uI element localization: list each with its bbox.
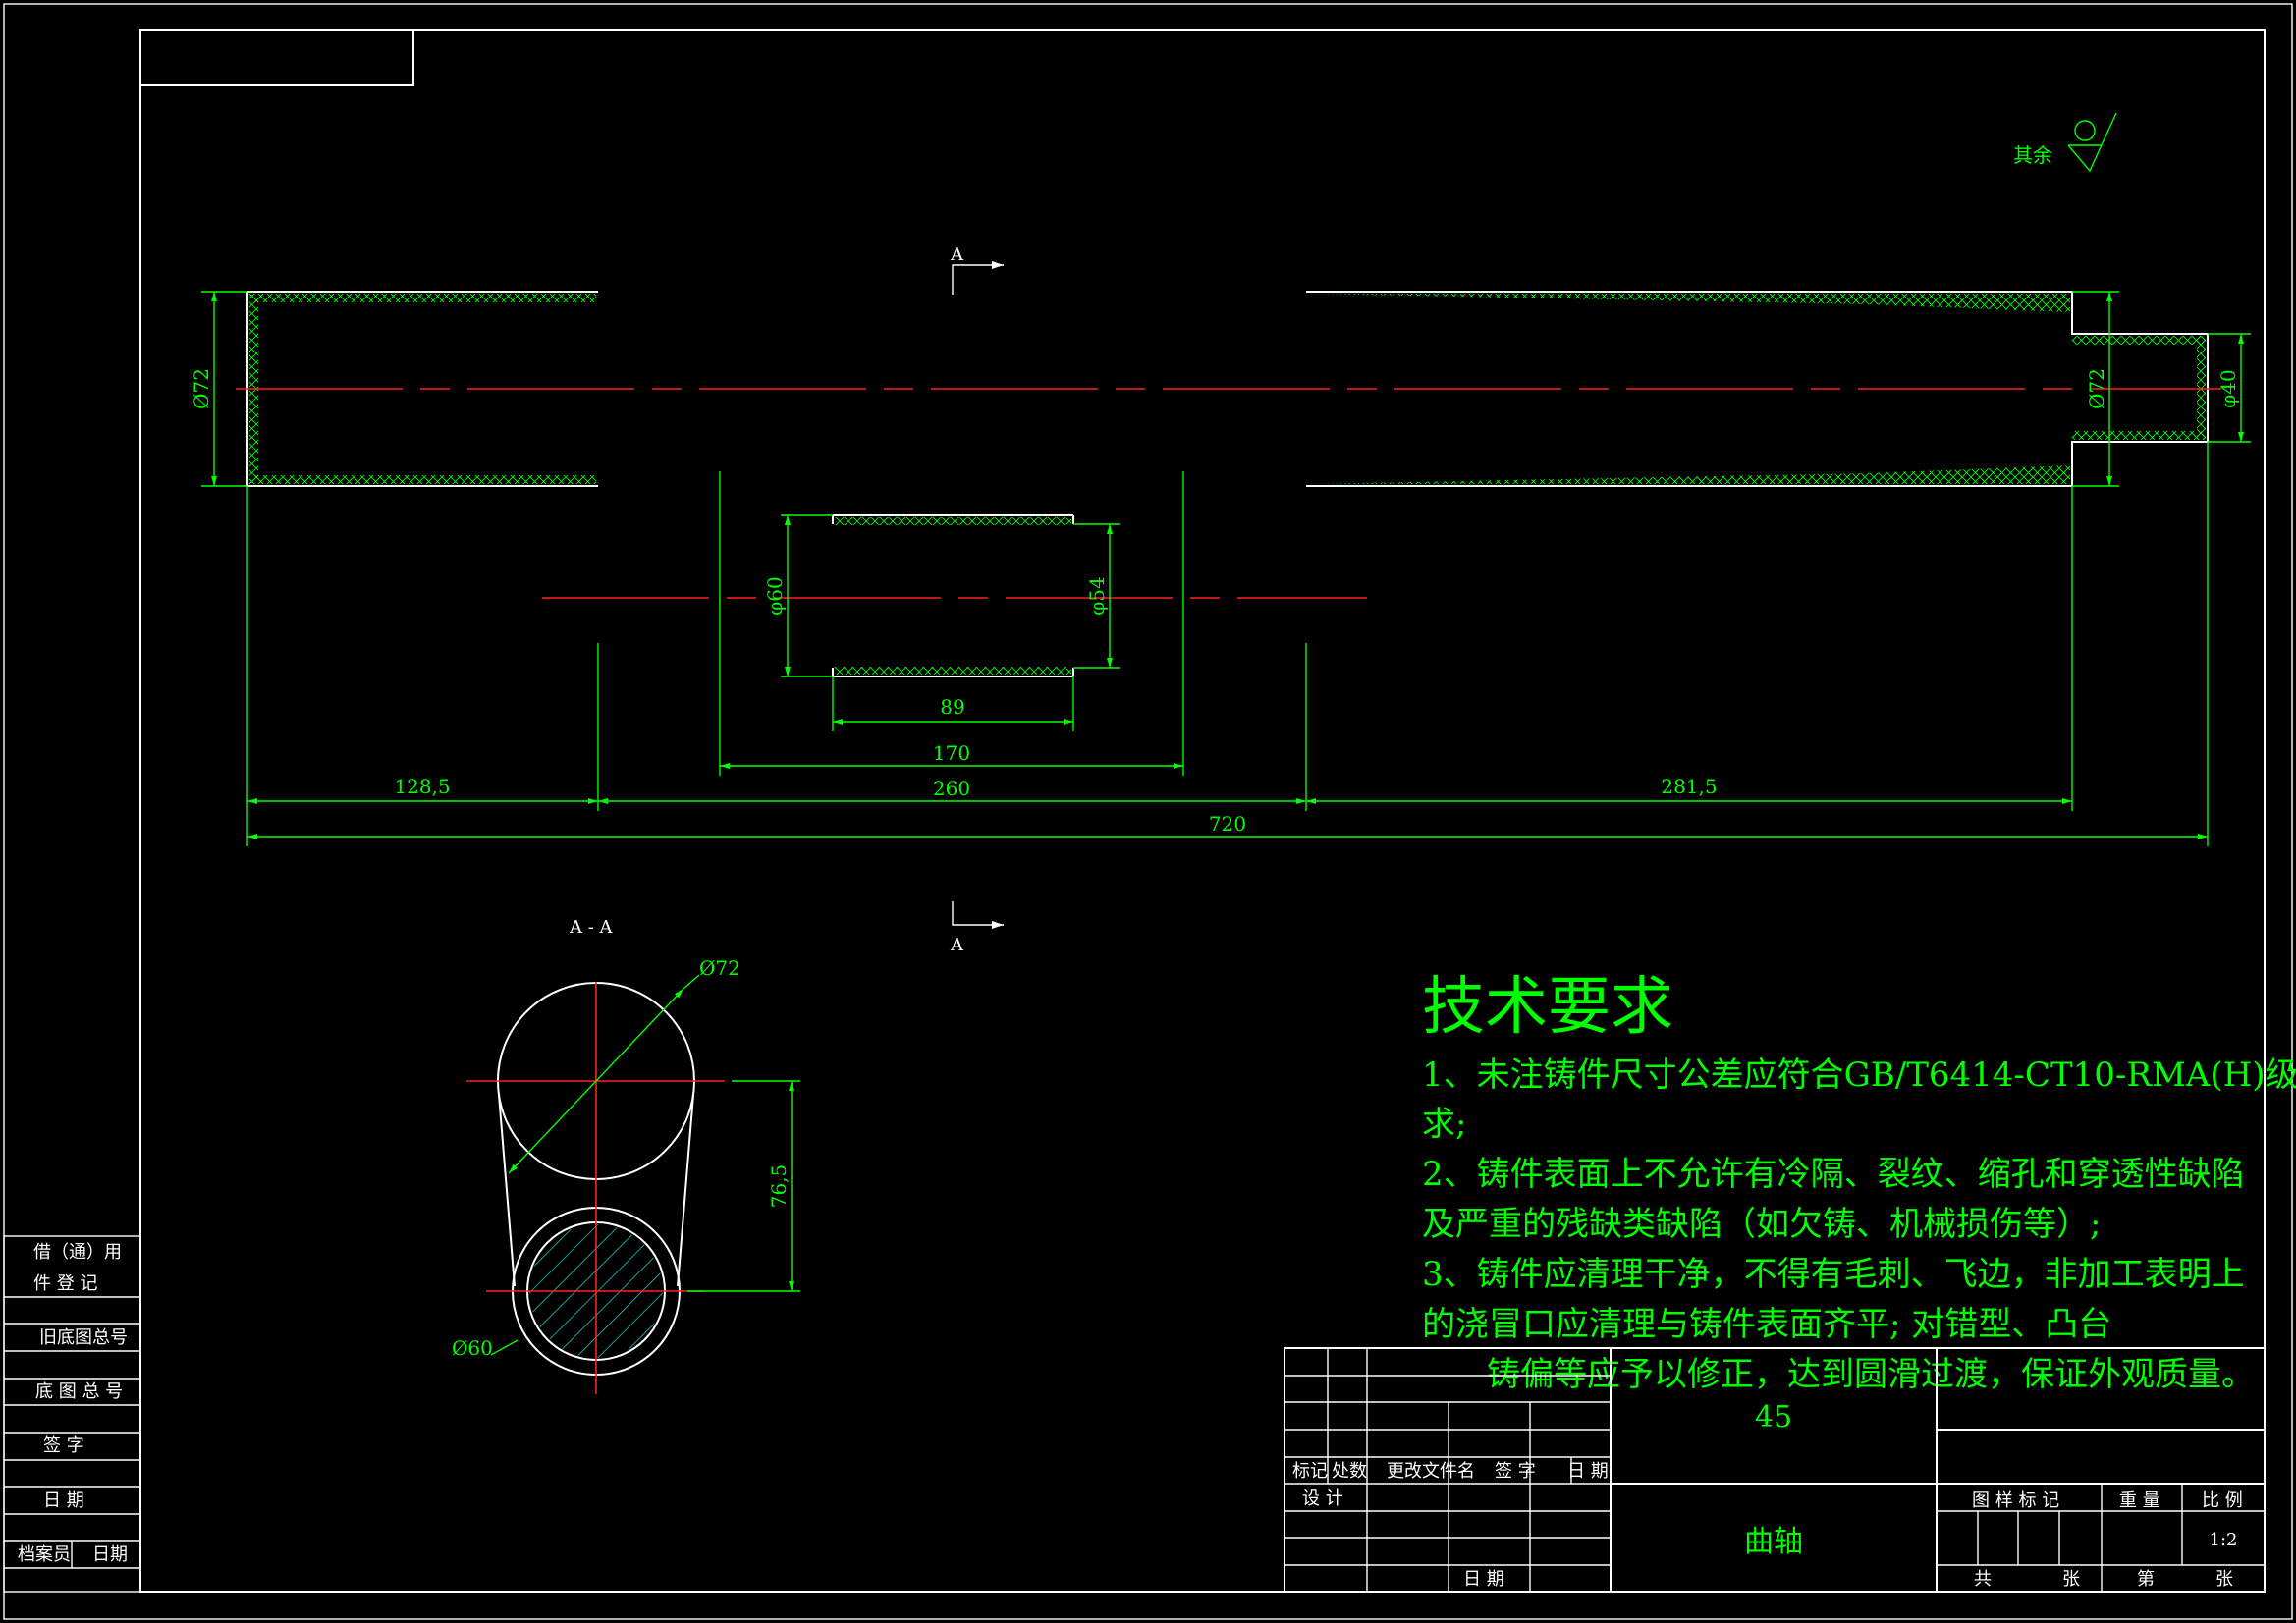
side-r6a: 档案员 [18, 1544, 71, 1565]
dim-d60: φ60 [763, 576, 787, 615]
tb-review-date: 日 期 [1463, 1569, 1504, 1590]
side-r1b: 件 登 记 [33, 1273, 97, 1294]
side-r3: 底 图 总 号 [35, 1381, 123, 1402]
side-table: 借（通）用 件 登 记 旧底图总号 底 图 总 号 签 字 日 期 档案员 日期 [3, 1235, 141, 1593]
section-view: A - A Ø72 Ø60 76,5 [452, 917, 800, 1394]
tech-line-5: 3、铸件应清理干净，不得有毛刺、飞边，非加工表明上 [1422, 1255, 2245, 1294]
extension-lines [201, 291, 2251, 846]
technical-requirements: 技术要求 1、未注铸件尺寸公差应符合GB/T6414-CT10-RMA(H)级的… [1422, 971, 2296, 1394]
dim-d72-left: Ø72 [190, 368, 213, 409]
tb-total: 共 [1974, 1569, 1992, 1590]
roughness-note: 其余 [2013, 143, 2052, 167]
title-block: 标记 处数 更改文件名 签 字 日 期 设 计 日 期 45 曲轴 图 样 标 … [1284, 1347, 2266, 1593]
side-r6b: 日期 [92, 1544, 128, 1565]
tech-line-2: 求; [1422, 1105, 1466, 1144]
tb-material: 45 [1755, 1400, 1792, 1434]
side-r1a: 借（通）用 [33, 1242, 122, 1263]
section-dim-765: 76,5 [767, 1164, 791, 1209]
tb-scale: 1:2 [2210, 1530, 2238, 1550]
tb-count: 处数 [1332, 1461, 1367, 1482]
dim-89: 89 [940, 695, 964, 719]
dim-d72-right: Ø72 [2085, 368, 2108, 409]
dim-d40: φ40 [2216, 369, 2240, 407]
tb-sheets: 张 [2062, 1569, 2080, 1590]
tb-weight: 重 量 [2119, 1490, 2160, 1511]
tb-part-name: 曲轴 [1744, 1525, 1803, 1559]
drawing-frame [3, 3, 2293, 1620]
tb-date: 日 期 [1567, 1461, 1609, 1482]
tb-design: 设 计 [1302, 1488, 1343, 1509]
tb-drawing-mark: 图 样 标 记 [1972, 1490, 2059, 1511]
side-r2: 旧底图总号 [39, 1327, 128, 1348]
tech-line-3: 2、铸件表面上不允许有冷隔、裂纹、缩孔和穿透性缺陷 [1422, 1155, 2245, 1194]
dim-720: 720 [1209, 812, 1246, 836]
section-dim-d72: Ø72 [699, 956, 740, 980]
roughness-symbol: 其余 [2013, 112, 2117, 173]
tech-line-1: 1、未注铸件尺寸公差应符合GB/T6414-CT10-RMA(H)级的要 [1422, 1055, 2296, 1095]
section-mark-bottom: A [950, 935, 964, 955]
section-dim-d60: Ø60 [452, 1336, 493, 1360]
dim-d54: φ54 [1085, 576, 1109, 615]
tb-signature: 签 字 [1495, 1461, 1536, 1482]
tech-line-4: 及严重的残缺类缺陷（如欠铸、机械损伤等）; [1422, 1205, 2101, 1244]
tb-mark: 标记 [1292, 1461, 1328, 1482]
side-r4: 签 字 [43, 1435, 84, 1456]
tb-sheet-no: 第 [2137, 1569, 2155, 1590]
dim-128: 128,5 [394, 775, 450, 798]
tb-sheets2: 张 [2215, 1569, 2233, 1590]
dim-281: 281,5 [1661, 775, 1717, 798]
dimension-lines: Ø72 Ø72 φ40 φ60 φ54 89 170 128,5 260 281… [190, 292, 2244, 839]
main-view: A A [236, 244, 2221, 955]
tech-heading: 技术要求 [1422, 971, 1673, 1044]
dim-260: 260 [933, 777, 970, 800]
tb-scale-label: 比 例 [2202, 1490, 2243, 1511]
side-r5: 日 期 [43, 1490, 84, 1511]
tech-line-7: 铸偏等应予以修正，达到圆滑过渡，保证外观质量。 [1487, 1355, 2255, 1394]
tech-line-6: 的浇冒口应清理与铸件表面齐平; 对错型、凸台 [1422, 1305, 2111, 1344]
section-mark-top: A [950, 244, 964, 265]
tb-change-doc: 更改文件名 [1387, 1461, 1475, 1482]
section-title: A - A [569, 917, 614, 938]
dim-170: 170 [933, 741, 970, 765]
